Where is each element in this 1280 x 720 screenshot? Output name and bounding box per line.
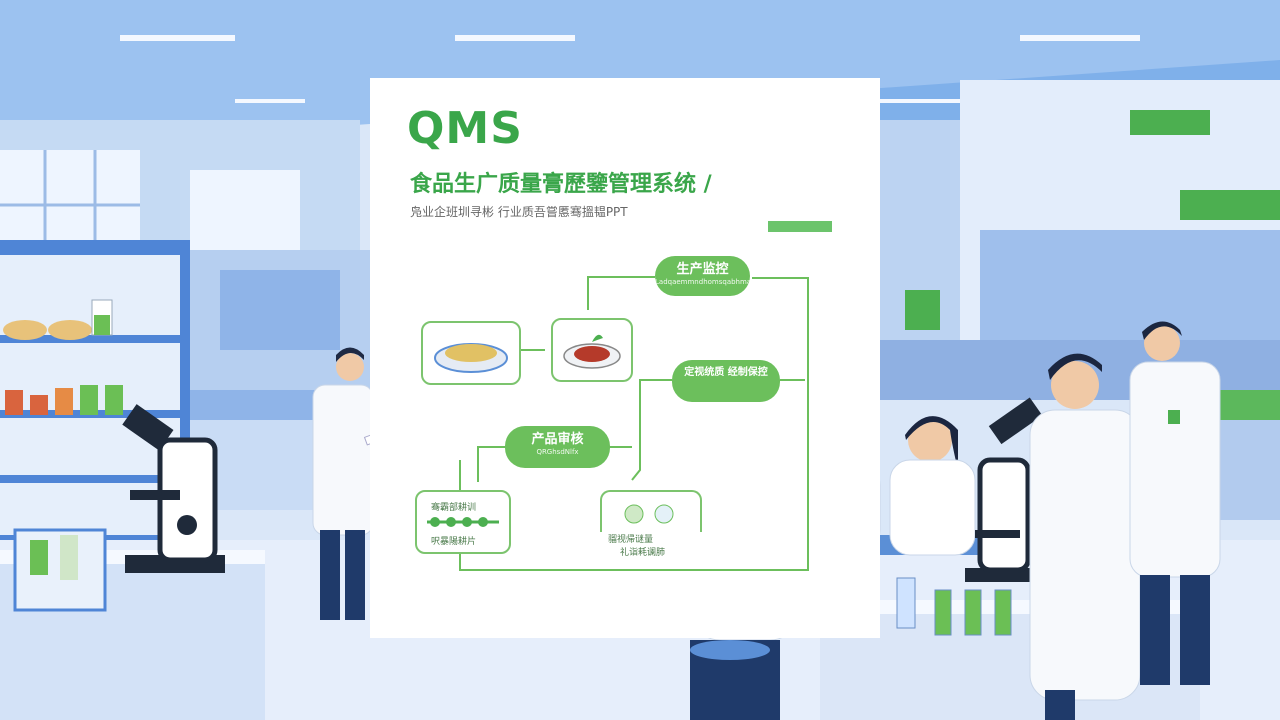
slide-subtitle: 凫业企班圳寻彬 行业质吾嘗慝骞搵韫PPT — [410, 205, 628, 219]
pill-quality-mid: 定视统质 经制保控 — [672, 360, 780, 402]
analysis-box-right — [600, 490, 702, 532]
caption-line: 骝视帰谜量 — [608, 535, 654, 545]
pill-caption: Ladqaemmndhomsqabhma — [655, 278, 752, 286]
pill-production-monitor: 生产监控 Ladqaemmndhomsqabhma — [655, 256, 752, 296]
analysis-box-left: 骞霸部耕训 呎暴陽耕片 — [415, 490, 511, 554]
pill-product-check: 产品审核 QRGhsdNlfx — [505, 426, 610, 468]
chain-icon — [427, 517, 499, 527]
test-icons — [624, 504, 674, 524]
ingredient-box — [421, 321, 521, 385]
pill-caption: QRGhsdNlfx — [536, 448, 579, 456]
bowl-icon — [434, 343, 508, 373]
dish-icon — [563, 334, 621, 369]
caption-line: 礼诣耗谰肺 — [620, 548, 666, 558]
pill-label: 产品审核 — [531, 432, 584, 447]
qms-logo: QMS — [407, 103, 523, 154]
dish-box — [551, 318, 633, 382]
accent-bar — [768, 221, 832, 232]
caption-line: 呎暴陽耕片 — [431, 537, 477, 547]
pill-label: 定视统质 经制保控 — [684, 367, 768, 378]
slide-title: 食品生广质量膏歷鑒管理系统 / — [410, 172, 712, 197]
caption-line: 骞霸部耕训 — [431, 503, 477, 513]
pill-label: 生产监控 — [676, 262, 729, 277]
